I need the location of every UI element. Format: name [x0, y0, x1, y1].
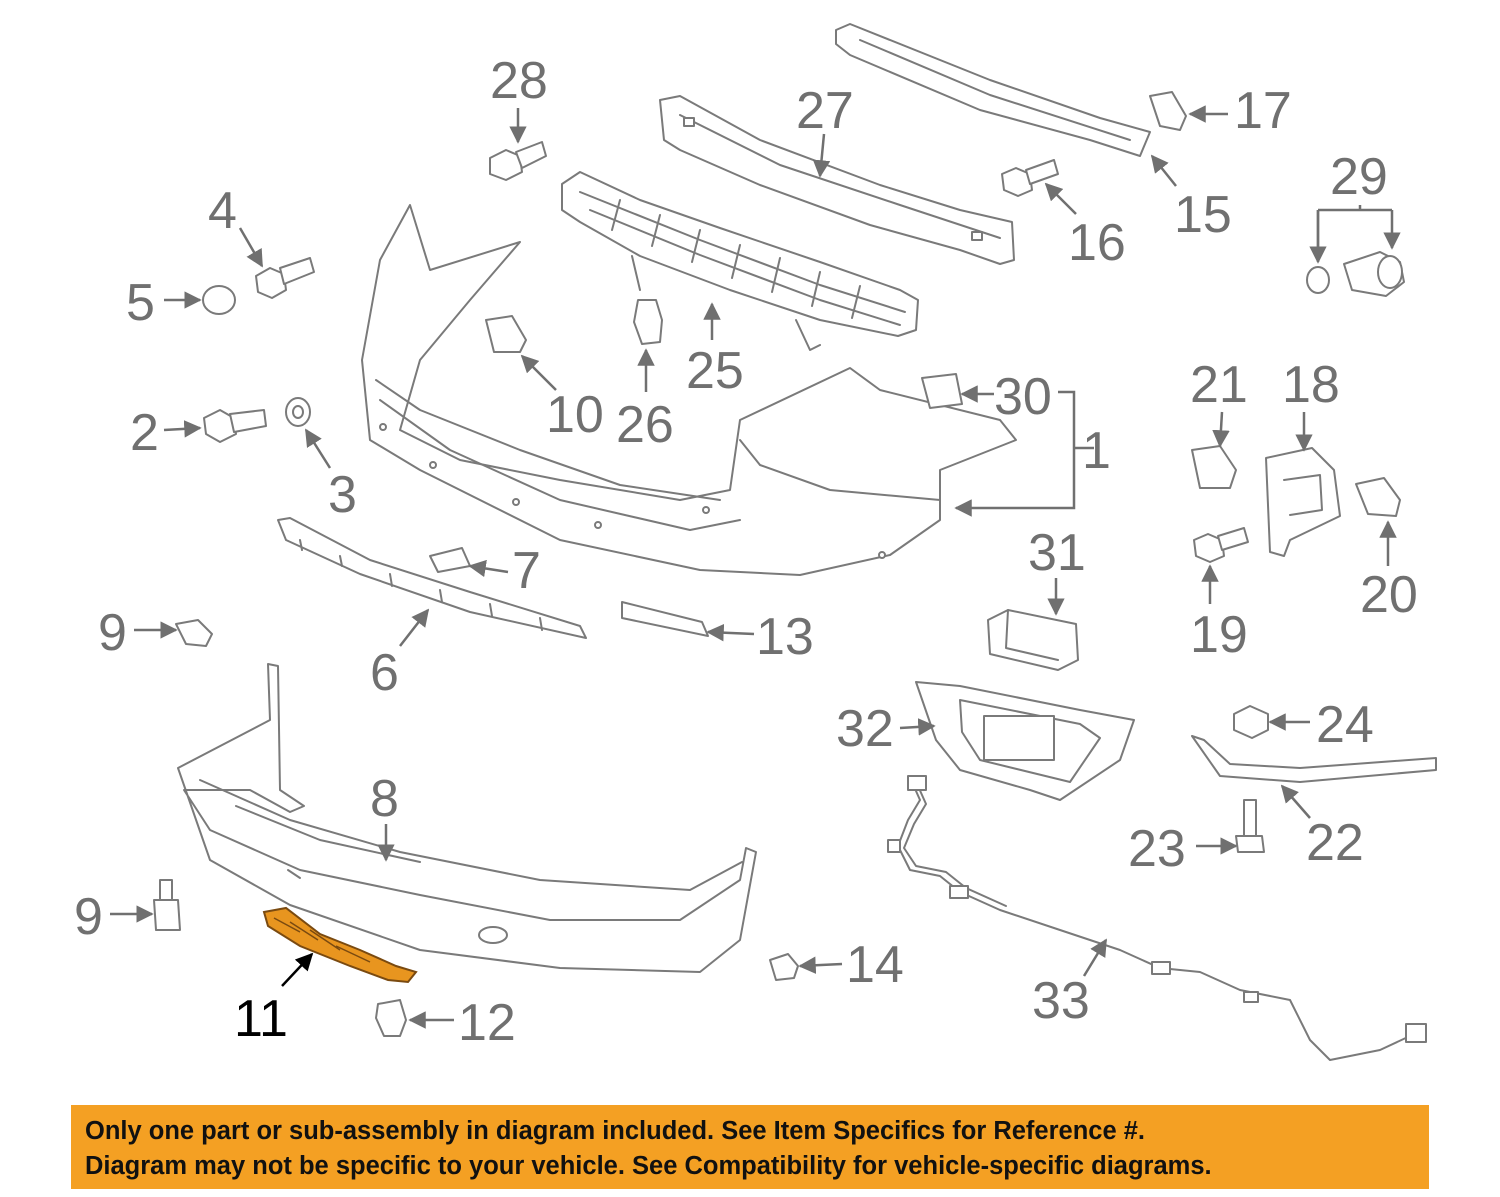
callout-20: 20 [1360, 566, 1418, 624]
part-5-cap [202, 285, 236, 315]
part-25-bumper-bracket [561, 171, 919, 351]
callout-2: 2 [130, 404, 159, 462]
callout-19: 19 [1190, 606, 1248, 664]
callout-4: 4 [208, 182, 237, 240]
part-29-park-sensor [1306, 251, 1405, 297]
part-30-pad [921, 373, 963, 409]
part-7-bracket [429, 547, 471, 573]
part-33-wiring-harness [887, 775, 1427, 1061]
callout-7: 7 [512, 542, 541, 600]
part-28-bolt [489, 141, 547, 181]
part-20-clip [1355, 477, 1401, 517]
callout-16: 16 [1068, 214, 1126, 272]
callout-10: 10 [546, 386, 604, 444]
callout-5: 5 [126, 274, 155, 332]
part-11-highlighted [262, 906, 418, 984]
callout-21: 21 [1190, 356, 1248, 414]
part-6-absorber [277, 517, 587, 639]
part-8-lower-valance [177, 663, 757, 973]
callout-12: 12 [458, 994, 516, 1052]
part-16-bolt [1001, 159, 1059, 197]
callout-30: 30 [994, 368, 1052, 426]
callout-32: 32 [836, 700, 894, 758]
disclaimer-line-2: Diagram may not be specific to your vehi… [85, 1152, 1212, 1180]
part-22-molding [1191, 735, 1437, 783]
part-31-module [987, 609, 1079, 671]
part-4-bolt [255, 257, 315, 299]
part-10-bracket [485, 315, 527, 353]
callout-1: 1 [1082, 422, 1111, 480]
callout-25: 25 [686, 342, 744, 400]
part-14-retainer [769, 953, 799, 981]
callout-28: 28 [490, 52, 548, 110]
callout-26: 26 [616, 396, 674, 454]
part-12-clip [375, 999, 407, 1037]
callout-24: 24 [1316, 696, 1374, 754]
callout-3: 3 [328, 466, 357, 524]
callout-15: 15 [1174, 186, 1232, 244]
part-13-molding [621, 601, 709, 637]
part-18-bracket [1265, 447, 1341, 557]
callout-18: 18 [1282, 356, 1340, 414]
callout-9-upper: 9 [98, 604, 127, 662]
callout-17: 17 [1234, 82, 1292, 140]
leader-lines [110, 105, 1392, 1029]
callout-14: 14 [846, 936, 904, 994]
disclaimer-line-1: Only one part or sub-assembly in diagram… [85, 1117, 1145, 1145]
part-23-bolt [1235, 799, 1265, 853]
callout-labels: 1 2 3 4 5 6 7 8 9 9 10 11 12 13 14 15 16… [74, 52, 1418, 1052]
part-3-spacer [285, 397, 311, 427]
part-24-nut [1233, 705, 1269, 739]
callout-8: 8 [370, 770, 399, 828]
part-9-lower-retainer [153, 879, 181, 931]
part-17-clip [1149, 91, 1187, 131]
part-26-retainer [633, 299, 663, 345]
callout-9-lower: 9 [74, 888, 103, 946]
part-21-clip [1191, 445, 1237, 489]
part-19-bolt [1193, 527, 1249, 563]
callout-31: 31 [1028, 524, 1086, 582]
callout-13: 13 [756, 608, 814, 666]
callout-27: 27 [796, 82, 854, 140]
part-9-upper-retainer [175, 619, 213, 647]
part-2-bolt [203, 409, 267, 443]
callout-23: 23 [1128, 820, 1186, 878]
part-15-energy-absorber [835, 23, 1151, 157]
part-32-license-housing [915, 681, 1135, 801]
callout-22: 22 [1306, 814, 1364, 872]
disclaimer-banner: Only one part or sub-assembly in diagram… [71, 1105, 1429, 1189]
callout-33: 33 [1032, 972, 1090, 1030]
callout-29: 29 [1330, 148, 1388, 206]
callout-6: 6 [370, 644, 399, 702]
part-27-bumper-reinforcement [659, 95, 1015, 265]
callout-11: 11 [234, 990, 288, 1048]
